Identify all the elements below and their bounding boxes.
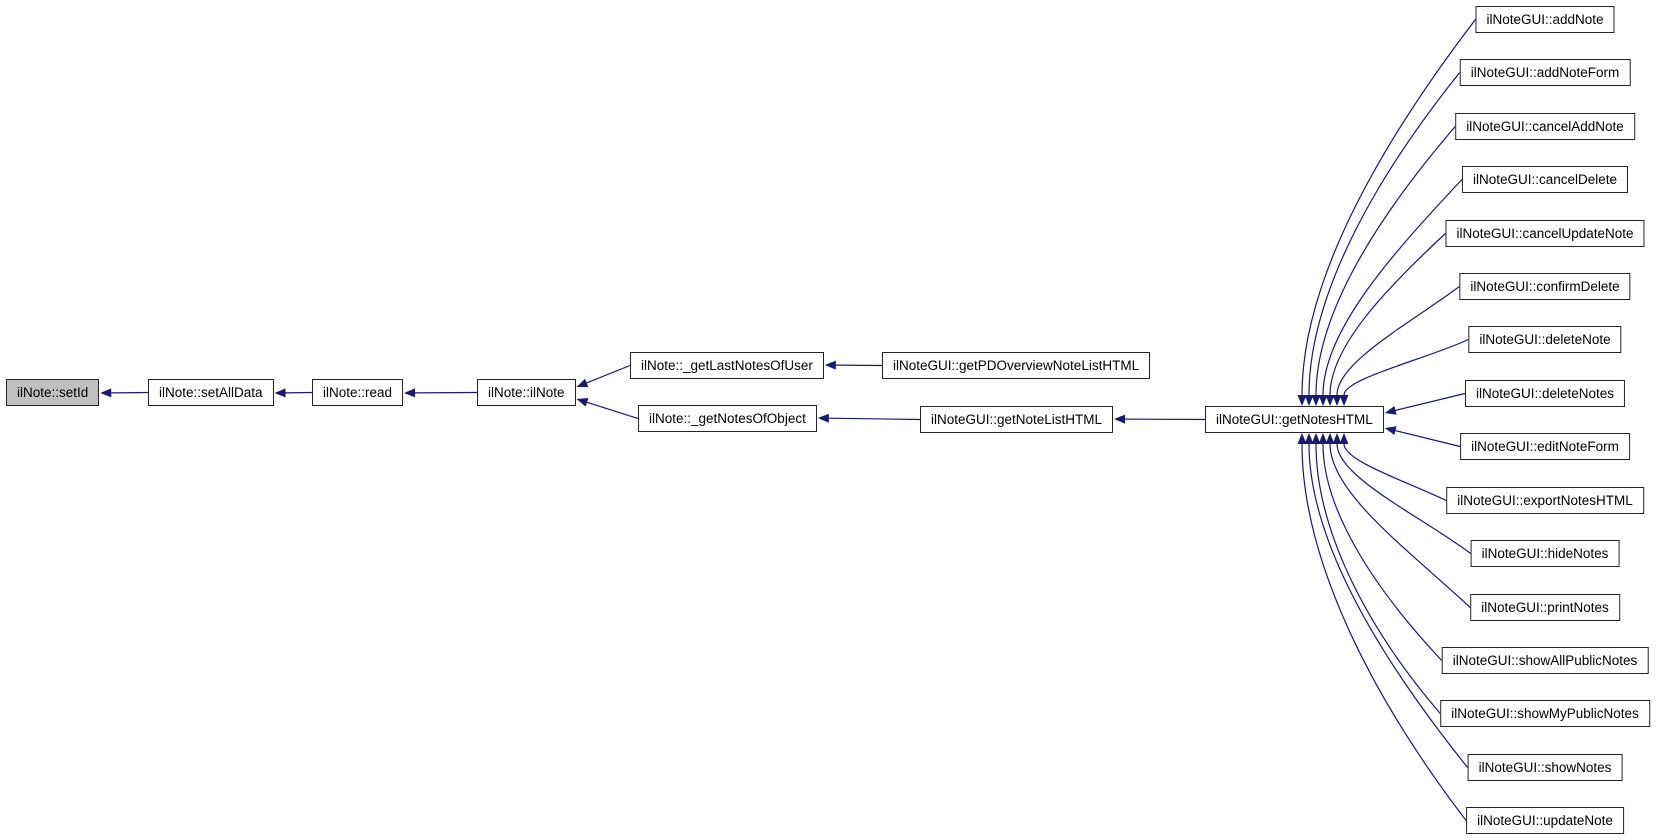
- node-showAllPublicNotes[interactable]: ilNoteGUI::showAllPublicNotes: [1441, 647, 1649, 674]
- edge-addNoteForm-to-getNotesHTML-arrowhead: [1304, 395, 1314, 406]
- edge-editNoteForm-to-getNotesHTML-arrowhead: [1384, 426, 1397, 435]
- edge-showAllPublicNotes-to-getNotesHTML: [1322, 443, 1443, 661]
- edge-confirmDelete-to-getNotesHTML-arrowhead: [1332, 395, 1342, 406]
- node-deleteNotes[interactable]: ilNoteGUI::deleteNotes: [1464, 380, 1626, 407]
- edge-addNote-to-getNotesHTML-arrowhead: [1297, 395, 1307, 406]
- node-addNote[interactable]: ilNoteGUI::addNote: [1475, 6, 1615, 33]
- edge-confirmDelete-to-getNotesHTML: [1336, 286, 1460, 396]
- edge-exportNotesHTML-to-getNotesHTML-arrowhead: [1339, 433, 1349, 444]
- node-showMyPublicNotes[interactable]: ilNoteGUI::showMyPublicNotes: [1440, 700, 1650, 727]
- node-confirmDelete[interactable]: ilNoteGUI::confirmDelete: [1459, 273, 1631, 300]
- edge-read-to-setAllData-arrowhead: [274, 388, 286, 398]
- node-showNotes[interactable]: ilNoteGUI::showNotes: [1467, 754, 1623, 781]
- node-printNotes[interactable]: ilNoteGUI::printNotes: [1470, 594, 1620, 621]
- node-getNotesHTML[interactable]: ilNoteGUI::getNotesHTML: [1205, 406, 1384, 433]
- edge-hideNotes-to-getNotesHTML-arrowhead: [1332, 433, 1342, 444]
- node-updateNote[interactable]: ilNoteGUI::updateNote: [1466, 807, 1624, 834]
- node-getNotesOfObject[interactable]: ilNote::_getNotesOfObject: [638, 405, 817, 432]
- edge-getNotesOfObject-to-ilNote-arrowhead: [576, 398, 589, 407]
- edge-deleteNote-to-getNotesHTML-arrowhead: [1339, 395, 1349, 406]
- node-addNoteForm[interactable]: ilNoteGUI::addNoteForm: [1459, 59, 1631, 86]
- edge-exportNotesHTML-to-getNotesHTML: [1343, 443, 1447, 502]
- node-cancelDelete[interactable]: ilNoteGUI::cancelDelete: [1461, 166, 1629, 193]
- edge-addNote-to-getNotesHTML: [1301, 19, 1476, 396]
- node-cancelUpdateNote[interactable]: ilNoteGUI::cancelUpdateNote: [1445, 220, 1645, 247]
- edge-updateNote-to-getNotesHTML-arrowhead: [1297, 433, 1307, 444]
- edge-printNotes-to-getNotesHTML-arrowhead: [1325, 433, 1335, 444]
- node-setAllData[interactable]: ilNote::setAllData: [148, 379, 274, 406]
- edge-cancelUpdateNote-to-getNotesHTML: [1329, 233, 1446, 396]
- edge-showNotes-to-getNotesHTML: [1308, 443, 1469, 768]
- node-setId[interactable]: ilNote::setId: [6, 379, 100, 406]
- node-editNoteForm[interactable]: ilNoteGUI::editNoteForm: [1460, 433, 1630, 460]
- edge-getPDOverviewNoteListHTML-to-getLastNotesOfUser-arrowhead: [824, 360, 836, 370]
- node-getLastNotesOfUser[interactable]: ilNote::_getLastNotesOfUser: [630, 352, 824, 379]
- edge-cancelAddNote-to-getNotesHTML-arrowhead: [1311, 395, 1321, 406]
- node-read[interactable]: ilNote::read: [312, 379, 404, 406]
- edge-updateNote-to-getNotesHTML: [1301, 443, 1467, 821]
- edge-getLastNotesOfUser-to-ilNote-arrowhead: [576, 378, 589, 388]
- edge-ilNote-to-read-arrowhead: [404, 388, 416, 398]
- node-hideNotes[interactable]: ilNoteGUI::hideNotes: [1470, 540, 1620, 567]
- node-getNoteListHTML[interactable]: ilNoteGUI::getNoteListHTML: [920, 406, 1114, 433]
- edge-showAllPublicNotes-to-getNotesHTML-arrowhead: [1318, 433, 1328, 444]
- edge-getLastNotesOfUser-to-ilNote: [586, 364, 631, 384]
- edge-getNotesHTML-to-getNoteListHTML-arrowhead: [1114, 414, 1126, 424]
- edge-cancelDelete-to-getNotesHTML-arrowhead: [1318, 395, 1328, 406]
- node-cancelAddNote[interactable]: ilNoteGUI::cancelAddNote: [1455, 113, 1635, 140]
- node-deleteNote[interactable]: ilNoteGUI::deleteNote: [1468, 326, 1622, 353]
- edge-printNotes-to-getNotesHTML: [1329, 443, 1471, 608]
- edge-deleteNotes-to-getNotesHTML-arrowhead: [1384, 406, 1397, 415]
- edge-editNoteForm-to-getNotesHTML: [1395, 430, 1461, 448]
- edge-addNoteForm-to-getNotesHTML: [1308, 72, 1461, 396]
- edge-getNotesOfObject-to-ilNote: [586, 401, 639, 420]
- edge-hideNotes-to-getNotesHTML: [1336, 443, 1471, 554]
- edge-setAllData-to-setId-arrowhead: [100, 388, 112, 398]
- node-exportNotesHTML[interactable]: ilNoteGUI::exportNotesHTML: [1446, 487, 1644, 514]
- edge-cancelDelete-to-getNotesHTML: [1322, 179, 1463, 396]
- edge-showMyPublicNotes-to-getNotesHTML-arrowhead: [1311, 433, 1321, 444]
- node-ilNote[interactable]: ilNote::ilNote: [477, 379, 576, 406]
- node-getPDOverviewNoteListHTML[interactable]: ilNoteGUI::getPDOverviewNoteListHTML: [882, 352, 1151, 379]
- edge-showNotes-to-getNotesHTML-arrowhead: [1304, 433, 1314, 444]
- edge-showMyPublicNotes-to-getNotesHTML: [1315, 443, 1441, 714]
- edge-getNoteListHTML-to-getNotesOfObject-arrowhead: [817, 413, 829, 423]
- edge-cancelAddNote-to-getNotesHTML: [1315, 126, 1456, 396]
- edge-cancelUpdateNote-to-getNotesHTML-arrowhead: [1325, 395, 1335, 406]
- edge-deleteNotes-to-getNotesHTML: [1395, 392, 1466, 411]
- edge-deleteNote-to-getNotesHTML: [1343, 338, 1469, 396]
- edge-getNoteListHTML-to-getNotesOfObject: [828, 417, 921, 421]
